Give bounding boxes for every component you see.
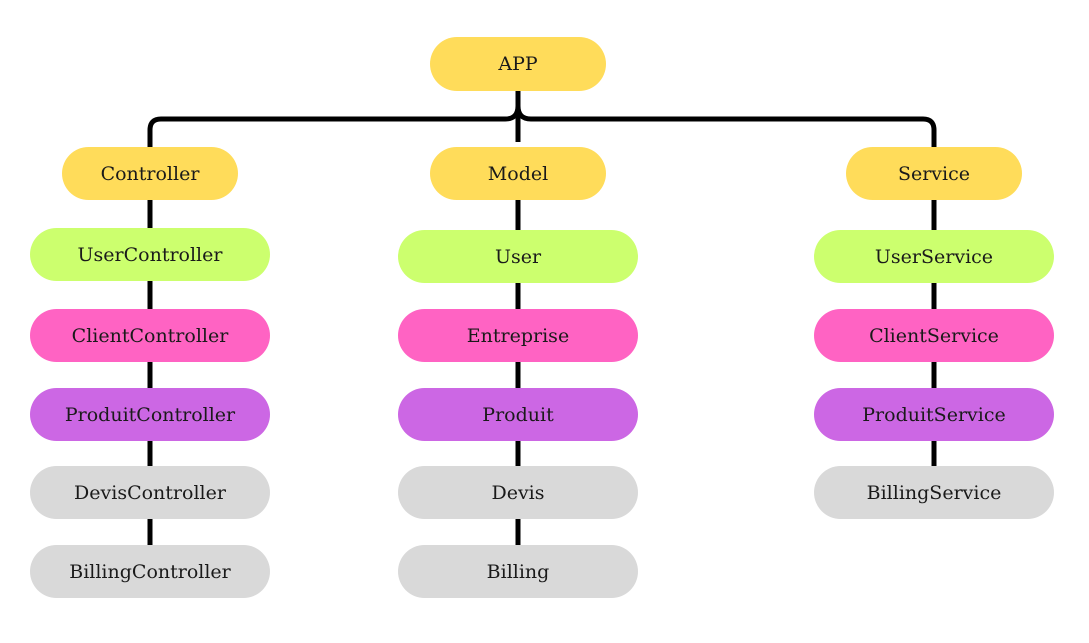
connector-bus-left <box>147 105 521 147</box>
node-label: Produit <box>482 403 554 426</box>
header-label: Service <box>897 162 971 185</box>
node-billing-model: Billing <box>398 545 638 598</box>
node-user-controller: UserController <box>30 228 270 281</box>
header-label: Model <box>487 162 549 185</box>
header-node-model: Model <box>430 147 606 200</box>
node-label: BillingService <box>866 481 1002 504</box>
node-user-service: UserService <box>814 230 1054 283</box>
node-client-controller: ClientController <box>30 309 270 362</box>
node-user-model: User <box>398 230 638 283</box>
node-label: ClientController <box>71 324 229 347</box>
node-label: Billing <box>486 560 550 583</box>
node-label: UserController <box>77 243 223 266</box>
root-label: APP <box>498 53 538 75</box>
node-billing-controller: BillingController <box>30 545 270 598</box>
node-produit-controller: ProduitController <box>30 388 270 441</box>
node-devis-model: Devis <box>398 466 638 519</box>
connector-bus-right <box>515 105 937 147</box>
node-label: Devis <box>491 481 545 504</box>
node-label: Entreprise <box>466 324 570 347</box>
node-label: User <box>494 245 542 268</box>
node-label: DevisController <box>74 481 226 504</box>
node-billing-service: BillingService <box>814 466 1054 519</box>
header-node-controller: Controller <box>62 147 238 200</box>
node-label: BillingController <box>69 560 231 583</box>
node-entreprise-model: Entreprise <box>398 309 638 362</box>
root-node-app: APP <box>430 37 606 91</box>
header-label: Controller <box>100 162 200 185</box>
header-node-service: Service <box>846 147 1022 200</box>
node-label: ProduitController <box>64 403 236 426</box>
node-produit-service: ProduitService <box>814 388 1054 441</box>
node-label: UserService <box>874 245 994 268</box>
node-label: ProduitService <box>862 403 1006 426</box>
node-label: ClientService <box>869 324 999 347</box>
node-devis-controller: DevisController <box>30 466 270 519</box>
node-client-service: ClientService <box>814 309 1054 362</box>
node-produit-model: Produit <box>398 388 638 441</box>
